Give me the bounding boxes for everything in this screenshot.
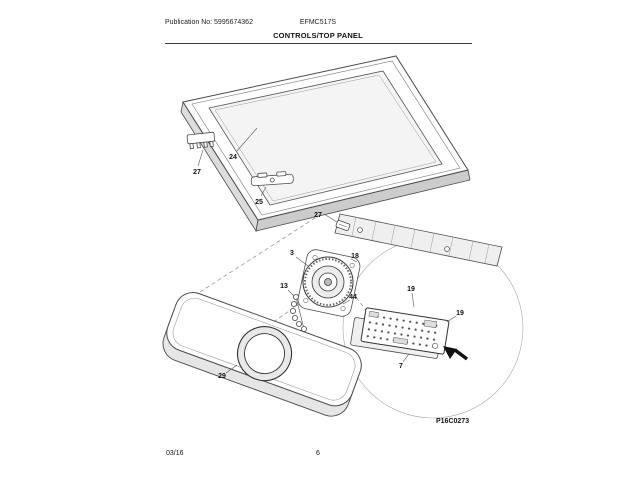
callout-label: 27: [193, 169, 201, 176]
clip-part-center: [335, 220, 351, 232]
callout-labels: 27 24 25 27 3 18 13 44 19 19 7 29: [193, 154, 464, 380]
callout-leader-lines: [197, 127, 457, 374]
bold-pointer-arrow: [443, 346, 469, 361]
callout-label: 13: [280, 283, 288, 290]
control-board: [360, 307, 450, 355]
callout-label: 44: [349, 294, 357, 301]
top-panel: [180, 55, 471, 233]
control-panel: [162, 292, 362, 417]
callout-label: 27: [314, 212, 322, 219]
callout-label: 3: [290, 250, 294, 257]
header-divider-line: [165, 43, 472, 44]
header-section-title: CONTROLS/TOP PANEL: [273, 31, 363, 40]
chain-strip: [289, 293, 307, 332]
timer-knob-assembly: [297, 249, 361, 317]
diagram-code: P16C0273: [436, 418, 469, 425]
callout-label: 7: [399, 363, 403, 370]
rear-frame-rail: [334, 213, 503, 267]
callout-label: 18: [351, 253, 359, 260]
bracket-part-25: [250, 171, 294, 187]
callout-label: 19: [407, 286, 415, 293]
footer-date: 03/16: [166, 450, 184, 457]
callout-label: 19: [456, 310, 464, 317]
callout-label: 24: [229, 154, 237, 161]
clip-part-upper-left: [186, 131, 216, 150]
callout-label: 29: [218, 373, 226, 380]
callout-label: 25: [255, 199, 263, 206]
header-publication-no: Publication No: 5995674362: [165, 19, 253, 26]
header-model-number: EFMC517S: [299, 19, 337, 26]
footer-page-number: 6: [316, 450, 320, 457]
